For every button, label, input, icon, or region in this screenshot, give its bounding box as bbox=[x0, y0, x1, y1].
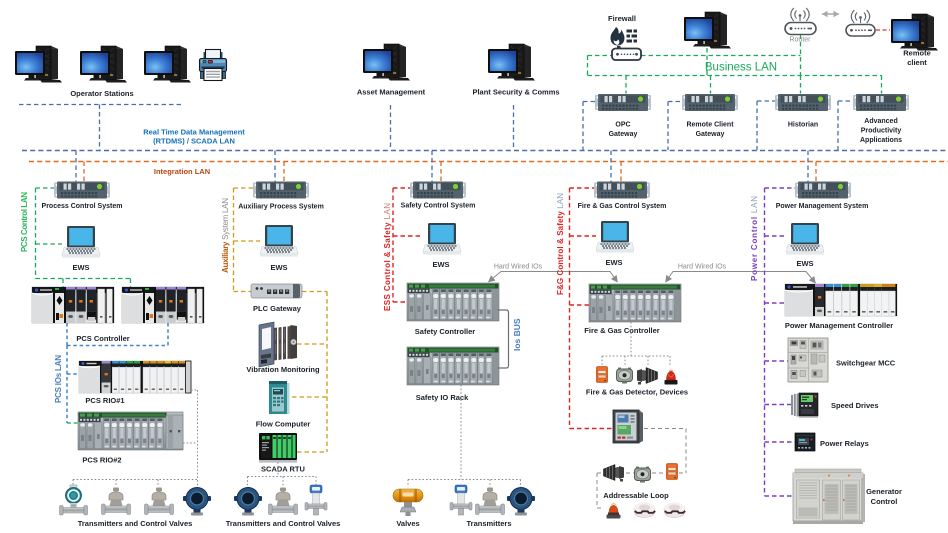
svg-text:PCS Control LAN: PCS Control LAN bbox=[20, 192, 29, 252]
svg-text:Firewall: Firewall bbox=[608, 14, 636, 23]
svg-text:ESS Control & Safety LAN: ESS Control & Safety LAN bbox=[383, 203, 392, 311]
svg-text:Transmitters and Control Valve: Transmitters and Control Valves bbox=[78, 519, 193, 528]
svg-text:Gateway: Gateway bbox=[696, 131, 725, 138]
svg-text:Switchgear MCC: Switchgear MCC bbox=[836, 359, 896, 368]
svg-text:Safety IO Rack: Safety IO Rack bbox=[416, 393, 469, 402]
svg-text:F&G Control & Safety LAN: F&G Control & Safety LAN bbox=[556, 193, 565, 295]
svg-text:Auxiliary System LAN: Auxiliary System LAN bbox=[221, 198, 230, 273]
svg-text:Operator Stations: Operator Stations bbox=[70, 89, 133, 98]
svg-text:Hard Wired IOs: Hard Wired IOs bbox=[494, 264, 543, 271]
svg-text:Business LAN: Business LAN bbox=[705, 62, 777, 74]
svg-text:Power Management Controller: Power Management Controller bbox=[785, 321, 893, 330]
svg-text:PCS Controller: PCS Controller bbox=[76, 334, 129, 343]
svg-text:Power Relays: Power Relays bbox=[820, 439, 869, 448]
svg-text:(RTDMS) / SCADA LAN: (RTDMS) / SCADA LAN bbox=[153, 137, 235, 146]
svg-text:Safety Controller: Safety Controller bbox=[415, 327, 476, 336]
svg-text:Auxiliary Process System: Auxiliary Process System bbox=[238, 204, 324, 211]
svg-text:Addressable Loop: Addressable Loop bbox=[603, 491, 669, 500]
svg-text:Remote: Remote bbox=[903, 49, 931, 58]
svg-text:Plant Security & Comms: Plant Security & Comms bbox=[472, 88, 559, 97]
svg-text:Router: Router bbox=[789, 37, 811, 44]
svg-text:Fire & Gas Detector, Devices: Fire & Gas Detector, Devices bbox=[586, 388, 688, 397]
svg-text:Generator: Generator bbox=[866, 487, 902, 496]
svg-text:Ios BUS: Ios BUS bbox=[512, 318, 522, 351]
svg-text:EWS: EWS bbox=[432, 260, 449, 269]
svg-text:Applications: Applications bbox=[860, 137, 902, 144]
svg-text:Vibration Monitoring: Vibration Monitoring bbox=[246, 365, 320, 374]
svg-text:Asset Management: Asset Management bbox=[357, 88, 426, 97]
svg-text:EWS: EWS bbox=[270, 263, 287, 272]
svg-text:Integration LAN: Integration LAN bbox=[154, 167, 210, 176]
svg-text:OPC: OPC bbox=[615, 122, 630, 129]
svg-text:Process Control System: Process Control System bbox=[42, 203, 123, 210]
svg-text:Fire & Gas Controller: Fire & Gas Controller bbox=[584, 326, 660, 335]
svg-text:Gateway: Gateway bbox=[609, 131, 638, 138]
svg-text:PCS RIO#1: PCS RIO#1 bbox=[85, 396, 124, 405]
svg-text:Real Time Data Management: Real Time Data Management bbox=[143, 128, 245, 137]
svg-text:PCS RIO#2: PCS RIO#2 bbox=[82, 456, 121, 465]
svg-text:Speed Drives: Speed Drives bbox=[831, 401, 879, 410]
svg-text:Hard Wired IOs: Hard Wired IOs bbox=[678, 264, 727, 271]
svg-text:Productivity: Productivity bbox=[861, 128, 902, 135]
svg-text:EWS: EWS bbox=[72, 263, 89, 272]
svg-text:Transmitters: Transmitters bbox=[466, 519, 511, 528]
svg-text:EWS: EWS bbox=[796, 259, 813, 268]
svg-text:EWS: EWS bbox=[605, 258, 622, 267]
svg-text:Valves: Valves bbox=[396, 519, 419, 528]
svg-text:PLC Gateway: PLC Gateway bbox=[253, 304, 302, 313]
svg-text:Control: Control bbox=[871, 497, 898, 506]
svg-text:Fire & Gas Control System: Fire & Gas Control System bbox=[578, 203, 667, 210]
svg-text:Power Control LAN: Power Control LAN bbox=[750, 196, 759, 281]
svg-text:Flow Computer: Flow Computer bbox=[256, 420, 311, 429]
svg-text:Historian: Historian bbox=[788, 122, 818, 129]
svg-text:Advanced: Advanced bbox=[864, 118, 897, 125]
svg-text:Transmitters and Control Valve: Transmitters and Control Valves bbox=[226, 519, 341, 528]
svg-text:Safety Control System: Safety Control System bbox=[401, 203, 476, 210]
svg-text:SCADA RTU: SCADA RTU bbox=[261, 465, 305, 474]
svg-text:client: client bbox=[907, 58, 927, 67]
svg-text:Power Management System: Power Management System bbox=[776, 203, 869, 210]
svg-text:PCS IOs LAN: PCS IOs LAN bbox=[54, 355, 63, 403]
svg-text:Remote Client: Remote Client bbox=[686, 122, 734, 129]
